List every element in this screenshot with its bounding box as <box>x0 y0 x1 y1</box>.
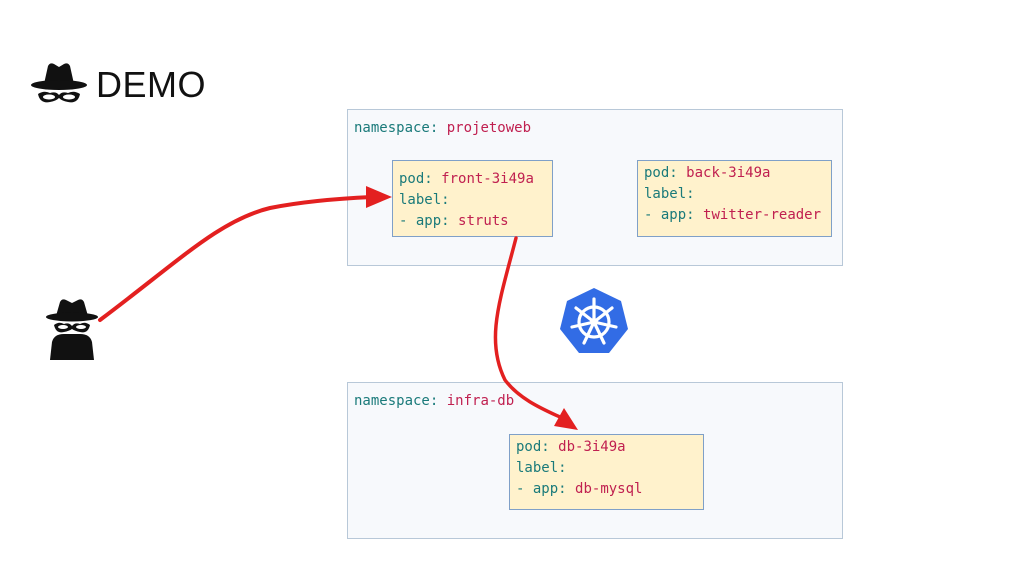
title-text: DEMO <box>96 64 206 105</box>
pod-name-line: pod: front-3i49a <box>399 169 546 190</box>
attack-arrowhead <box>366 186 392 208</box>
pod-key: pod: <box>516 439 550 455</box>
app-line: - app: struts <box>399 211 546 232</box>
pod-value: back-3i49a <box>686 165 771 181</box>
app-dash: - <box>516 481 525 497</box>
attack-arrow-to-front <box>98 195 374 322</box>
pod-value: db-3i49a <box>558 439 626 455</box>
namespace-key: namespace: <box>354 393 439 409</box>
app-line: - app: db-mysql <box>516 479 697 500</box>
app-key: app: <box>660 207 695 223</box>
app-line: - app: twitter-reader <box>644 205 825 226</box>
front-to-db-arrowhead <box>554 408 578 430</box>
pod-value: front-3i49a <box>441 171 534 187</box>
label-key: label: <box>644 186 695 202</box>
front-to-db-arrow <box>493 236 564 420</box>
label-key: label: <box>516 460 567 476</box>
namespace-label: namespace: infra-db <box>354 393 514 409</box>
namespace-key: namespace: <box>354 120 439 136</box>
pod-box-db: pod: db-3i49a label: - app: db-mysql <box>509 434 704 510</box>
app-dash: - <box>644 207 653 223</box>
spy-icon <box>46 299 98 360</box>
app-value: db-mysql <box>575 481 643 497</box>
pod-key: pod: <box>399 171 433 187</box>
pod-box-back: pod: back-3i49a label: - app: twitter-re… <box>637 160 832 237</box>
pod-name-line: pod: db-3i49a <box>516 437 697 458</box>
spy-icon <box>31 63 87 103</box>
app-value: struts <box>458 213 509 229</box>
namespace-value: projetoweb <box>446 120 532 136</box>
pod-key: pod: <box>644 165 678 181</box>
pod-box-front: pod: front-3i49a label: - app: struts <box>392 160 553 237</box>
app-key: app: <box>415 213 450 229</box>
label-key: label: <box>399 192 450 208</box>
app-dash: - <box>399 213 408 229</box>
namespace-label: namespace: projetoweb <box>354 120 531 136</box>
app-value: twitter-reader <box>703 207 822 223</box>
app-key: app: <box>532 481 567 497</box>
pod-name-line: pod: back-3i49a <box>644 163 825 184</box>
slide-title: DEMO <box>30 60 206 110</box>
namespace-value: infra-db <box>446 393 515 409</box>
kubernetes-logo-icon <box>558 285 630 355</box>
